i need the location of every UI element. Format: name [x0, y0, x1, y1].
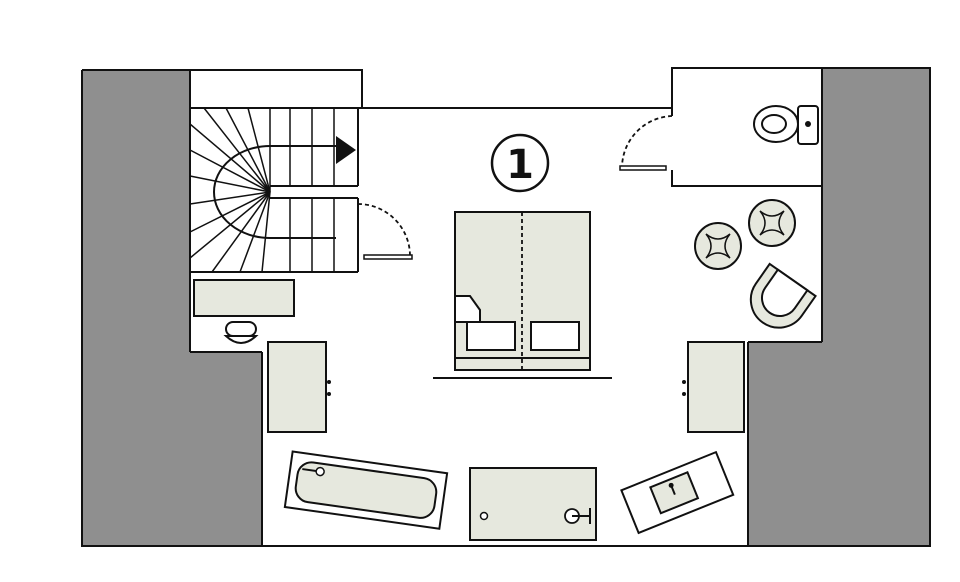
room-number: 1 [506, 142, 534, 188]
wardrobe-right [682, 341, 745, 433]
pouf-left [694, 222, 742, 270]
staircase [189, 107, 362, 273]
vanity-sink [620, 450, 735, 535]
pouf-right [748, 199, 796, 247]
stair-door [357, 203, 413, 260]
roof-slope-right [748, 68, 930, 546]
desk-chair-icon [223, 321, 259, 344]
roof-slope-left [82, 70, 262, 546]
room-label: 1 [490, 133, 550, 193]
armchair-icon [749, 262, 817, 329]
wc-room [619, 108, 822, 187]
stair-arrow-icon [336, 136, 356, 164]
bathtub [283, 450, 449, 530]
double-bed [433, 211, 612, 379]
shower-tray [469, 467, 597, 541]
wardrobe-left [267, 341, 331, 433]
desk [193, 279, 295, 317]
outer-walls [81, 67, 931, 547]
toilet-icon [753, 105, 819, 145]
